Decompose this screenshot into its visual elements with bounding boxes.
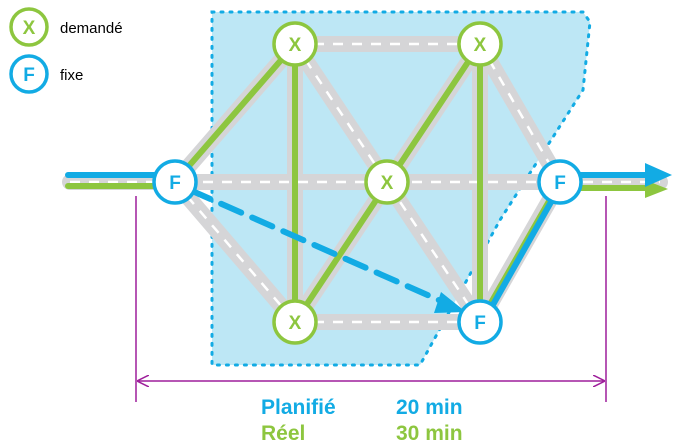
planned-route-arrowhead xyxy=(645,163,672,187)
svg-text:X: X xyxy=(23,18,36,39)
actual-route-arrowhead xyxy=(645,180,668,198)
node-fixed-start: F xyxy=(152,159,198,205)
svg-text:F: F xyxy=(474,313,486,334)
node-demanded-center: X xyxy=(364,159,410,205)
svg-text:F: F xyxy=(554,173,566,194)
planned-detour-arrowhead xyxy=(434,292,466,313)
node-demanded-top-right: X xyxy=(457,21,503,67)
legend-demanded-label: demandé xyxy=(60,20,123,37)
legend-fixed-label: fixe xyxy=(60,67,83,84)
svg-text:X: X xyxy=(381,173,394,194)
planned-label: Planifié xyxy=(261,396,336,419)
svg-text:X: X xyxy=(289,35,302,56)
node-fixed-bottom-right: F xyxy=(457,299,503,345)
svg-text:X: X xyxy=(289,313,302,334)
node-demanded-bottom-left: X xyxy=(272,299,318,345)
node-demanded-top-left: X xyxy=(272,21,318,67)
actual-label: Réel xyxy=(261,422,305,445)
legend-demanded: X demandé xyxy=(9,7,123,47)
duration-bracket xyxy=(135,196,607,402)
svg-text:F: F xyxy=(169,173,181,194)
actual-duration: 30 min xyxy=(396,422,463,445)
legend-fixed: F fixe xyxy=(9,54,83,94)
node-fixed-end: F xyxy=(537,159,583,205)
planned-duration: 20 min xyxy=(396,396,463,419)
svg-text:F: F xyxy=(23,65,35,86)
svg-text:X: X xyxy=(474,35,487,56)
legend: X demandé F fixe xyxy=(9,7,123,94)
